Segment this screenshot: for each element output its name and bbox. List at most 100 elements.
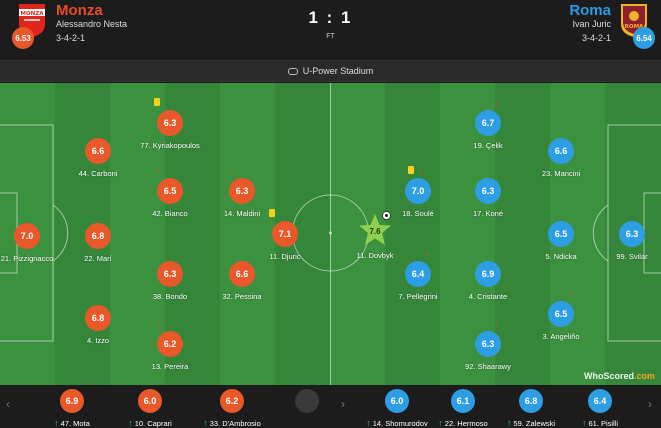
player-rating: 6.3 [475, 331, 501, 357]
sub-on-arrow-icon: ↑ [581, 418, 587, 428]
away-player-am[interactable]: ↓ 7.0 18. Soulé [373, 166, 463, 219]
home-sub[interactable]: 6.2 ↑33. D'Ambrosio [187, 389, 277, 428]
player-rating: 6.3 [229, 178, 255, 204]
stadium-icon [287, 67, 298, 75]
sub-on-arrow-icon: ↑ [438, 418, 443, 428]
player-rating: 6.4 [405, 261, 431, 287]
player-rating: 6.4 [588, 389, 612, 413]
away-player-def[interactable]: 6.6 23. Mancini [516, 138, 606, 178]
player-rating: 6.3 [157, 110, 183, 136]
player-name: 61. Pisilli [588, 419, 619, 428]
whoscored-logo-suffix: .com [633, 371, 655, 381]
home-player-def[interactable]: 6.8 22. Marí [53, 223, 143, 263]
player-rating: 6.3 [157, 261, 183, 287]
player-name: 44. Carboni [78, 169, 118, 178]
home-sub[interactable]: 6.0 ↑10. Caprari [105, 389, 195, 428]
home-player-def[interactable]: 6.8 4. Izzo [53, 305, 143, 345]
pitch: 7.0 21. Pizzignacco 6.6 44. Carboni 6.8 … [0, 83, 661, 385]
home-player-am[interactable]: ↓ 6.3 14. Maldini [197, 166, 287, 219]
player-rating: 6.0 [385, 389, 409, 413]
player-name: 59. Zalewski [513, 419, 556, 428]
player-name: 47. Mota [60, 419, 90, 428]
sub-on-arrow-icon: ↑ [54, 418, 59, 428]
away-sub[interactable]: 6.1 ↑22. Hermoso [418, 389, 508, 428]
player-rating: 6.7 [475, 110, 501, 136]
sub-on-arrow-icon: ↑ [203, 418, 208, 428]
home-player-mid[interactable]: 6.3 38. Bondo [125, 261, 215, 301]
away-player-mid[interactable]: 6.9 4. Cristante [443, 261, 533, 301]
yellow-card-icon [408, 166, 414, 174]
home-player-mid[interactable]: ↓ 6.5 42. Bianco [125, 166, 215, 219]
chevron-right-icon[interactable]: › [648, 397, 652, 411]
away-team-name[interactable]: Roma [569, 2, 611, 19]
player-name: 17. Koné [472, 209, 504, 218]
away-player-def[interactable]: 6.5 5. Ndicka [516, 221, 606, 261]
away-player-mid[interactable]: ↓ 6.3 92. Shaarawy [443, 319, 533, 372]
sub-off-arrow-icon: ↓ [418, 165, 424, 175]
player-name: 11. Djuric [269, 252, 301, 261]
match-header: MONZA Monza Alessandro Nesta 3-4-2-1 6.5… [0, 0, 661, 60]
player-rating: 6.2 [220, 389, 244, 413]
home-team-name[interactable]: Monza [56, 2, 103, 19]
home-player-def[interactable]: 6.6 44. Carboni [53, 138, 143, 178]
player-rating: 7.6 [369, 227, 381, 236]
player-rating: 6.1 [451, 389, 475, 413]
player-name: 14. Maldini [223, 209, 261, 218]
player-name: 10. Caprari [134, 419, 172, 428]
venue-name: U-Power Stadium [302, 66, 374, 76]
sub-off-arrow-icon: ↓ [156, 165, 162, 175]
player-rating: 6.3 [619, 221, 645, 247]
chevron-left-icon[interactable]: ‹ [6, 397, 10, 411]
home-formation: 3-4-2-1 [56, 33, 86, 43]
substitutes-bar: ‹ 6.9 ↑47. Mota 6.0 ↑10. Caprari 6.2 ↑33… [0, 385, 661, 428]
home-player-mid[interactable]: ↓ 6.2 13. Pereira [125, 319, 215, 372]
player-rating: 6.8 [519, 389, 543, 413]
home-sub[interactable]: 6.9 ↑47. Mota [27, 389, 117, 428]
yellow-card-icon [269, 209, 275, 217]
chevron-right-icon[interactable]: › [341, 397, 345, 411]
player-name: 99. Svilar [616, 252, 648, 261]
player-name: 21. Pizzignacco [0, 254, 54, 263]
player-name: 23. Mancini [541, 169, 581, 178]
home-player-fw[interactable]: 7.1 11. Djuric [240, 209, 330, 261]
away-player-gk[interactable]: 6.3 99. Svilar [587, 221, 661, 261]
player-name: 19. Çelik [473, 141, 503, 150]
away-player-am[interactable]: ↓ 6.4 7. Pellegrini [373, 249, 463, 302]
home-player-am[interactable]: 6.6 32. Pessina [197, 261, 287, 301]
away-sub[interactable]: 6.4 ↑61. Pisilli [555, 389, 645, 428]
player-name: 77. Kyriakopoulos [140, 141, 200, 150]
home-sub-faded [262, 389, 352, 413]
away-sub[interactable]: 6.0 ↑14. Shomurodov [352, 389, 442, 428]
player-rating: 7.0 [405, 178, 431, 204]
player-name: 5. Ndicka [545, 252, 577, 261]
match-score: 1 : 1 [308, 8, 353, 27]
venue-bar: U-Power Stadium [0, 60, 661, 82]
player-name: 38. Bondo [152, 292, 188, 301]
sub-on-arrow-icon: ↑ [506, 418, 512, 428]
away-player-mid[interactable]: ↓ 6.7 19. Çelik [443, 98, 533, 151]
sub-off-arrow-icon: ↓ [494, 97, 500, 107]
home-player-mid[interactable]: 6.3 77. Kyriakopoulos [125, 98, 215, 150]
home-player-gk[interactable]: 7.0 21. Pizzignacco [0, 223, 72, 263]
home-team-rating: 6.53 [12, 27, 34, 49]
man-of-the-match-star-icon [359, 214, 391, 245]
player-name: 22. Hermoso [444, 419, 488, 428]
player-name: 32. Pessina [222, 292, 262, 301]
player-name: 42. Bianco [152, 209, 188, 218]
player-rating: 6.6 [229, 261, 255, 287]
player-rating: 7.1 [272, 221, 298, 247]
player-rating: 6.5 [548, 301, 574, 327]
away-player-mid[interactable]: 6.3 17. Koné [443, 178, 533, 218]
sub-on-arrow-icon: ↑ [128, 418, 133, 428]
away-player-def[interactable]: ↓ 6.5 3. Angeliño [516, 289, 606, 342]
whoscored-logo: WhoScored.com [584, 371, 655, 381]
away-coach: Ivan Juric [572, 19, 611, 29]
away-sub[interactable]: 6.8 ↑59. Zalewski [486, 389, 576, 428]
player-name: 33. D'Ambrosio [209, 419, 261, 428]
player-rating: 6.5 [548, 221, 574, 247]
away-team-rating: 6.54 [633, 27, 655, 49]
player-name: 11. Dovbyk [356, 251, 394, 260]
player-name: 7. Pellegrini [398, 292, 438, 301]
player-rating [295, 389, 319, 413]
monza-crest-text: MONZA [21, 11, 45, 17]
